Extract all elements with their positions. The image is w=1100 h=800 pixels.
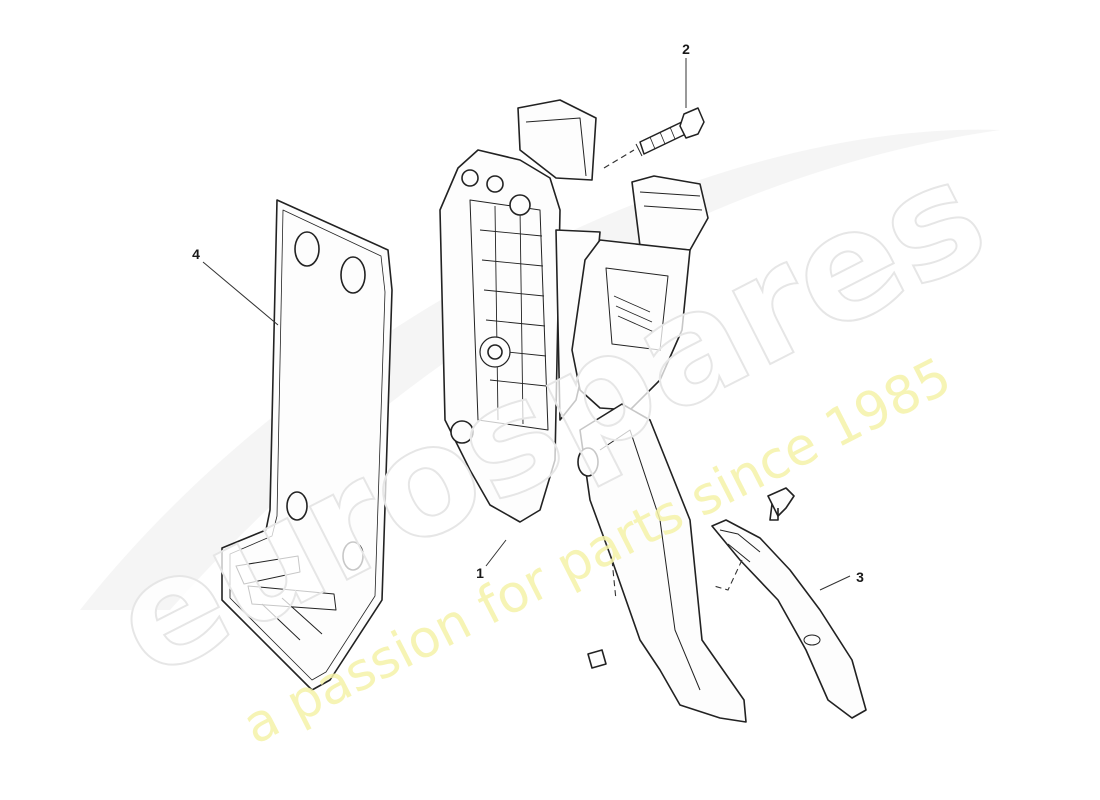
hole-lower-left — [286, 491, 308, 521]
pedal-housing — [439, 99, 747, 723]
callout-part-1: 1 — [476, 565, 484, 581]
leader-1 — [485, 539, 507, 567]
hole-top-right — [340, 256, 366, 294]
leader-3 — [819, 575, 851, 591]
pedal-pad — [711, 487, 867, 719]
hole-top-left — [294, 231, 320, 267]
gasket-plate — [221, 199, 393, 691]
bolt — [635, 107, 705, 157]
callout-part-2: 2 — [682, 41, 690, 57]
callout-part-4: 4 — [192, 246, 200, 262]
callout-part-3: 3 — [856, 569, 864, 585]
watermark-swoosh — [80, 129, 1000, 610]
leader-lines — [202, 58, 851, 591]
hole-lower-right — [342, 541, 364, 571]
leader-4 — [202, 261, 279, 326]
